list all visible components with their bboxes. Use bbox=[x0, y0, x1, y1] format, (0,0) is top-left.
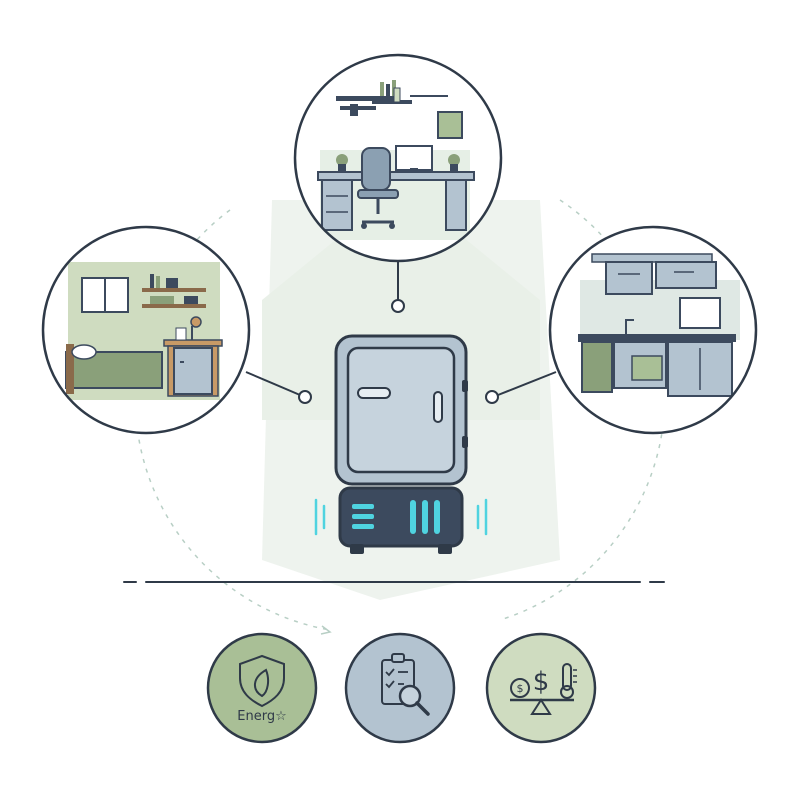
connector-node-bedroom bbox=[298, 390, 312, 404]
feature-energy-label: Energ☆ bbox=[237, 709, 286, 724]
scene-home-office bbox=[293, 53, 503, 263]
cost-thermometer-balance-icon: $ $ bbox=[510, 663, 577, 715]
scene-dorm-bedroom bbox=[41, 225, 251, 435]
clipboard-magnifier-icon bbox=[381, 653, 430, 716]
feature-badge-review bbox=[344, 632, 456, 744]
svg-text:$: $ bbox=[517, 682, 524, 695]
feature-badge-cost-temperature: $ $ bbox=[485, 632, 597, 744]
connectors bbox=[245, 262, 557, 404]
scene-kitchen bbox=[548, 225, 758, 435]
mini-fridge-icon bbox=[314, 334, 488, 554]
feature-badge-energy: Energ☆ bbox=[206, 632, 318, 744]
leaf-shield-icon bbox=[239, 654, 285, 708]
connector-node-kitchen bbox=[485, 390, 499, 404]
svg-text:$: $ bbox=[533, 667, 550, 697]
connector-node-office bbox=[391, 299, 405, 313]
vibration-marks bbox=[314, 498, 488, 536]
